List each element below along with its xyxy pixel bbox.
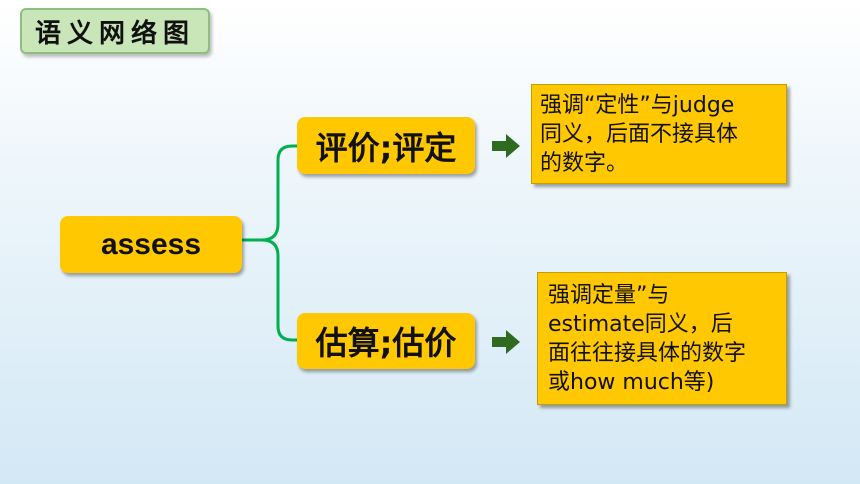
note-line: 的数字。 xyxy=(540,151,629,176)
note-box-2: 强调定量”与 estimate同义，后 面往往接具体的数字 或how much等… xyxy=(537,272,787,405)
note-line: 面往往接具体的数字 xyxy=(548,341,747,366)
note-line: 同义，后面不接具体 xyxy=(540,122,739,147)
note-line: estimate同义，后 xyxy=(548,312,733,337)
branch-node-2: 估算;估价 xyxy=(297,313,475,369)
page-title: 语义网络图 xyxy=(20,8,210,54)
note-line: 强调定量”与 xyxy=(548,283,670,308)
root-node: assess xyxy=(60,216,242,273)
branch-node-1: 评价;评定 xyxy=(297,117,475,174)
arrow-right-icon xyxy=(492,134,520,158)
note-line: 或how much等) xyxy=(548,370,715,395)
arrow-right-icon xyxy=(492,330,520,354)
note-line: 强调“定性”与judge xyxy=(540,93,735,118)
note-box-1: 强调“定性”与judge 同义，后面不接具体 的数字。 xyxy=(531,84,787,184)
